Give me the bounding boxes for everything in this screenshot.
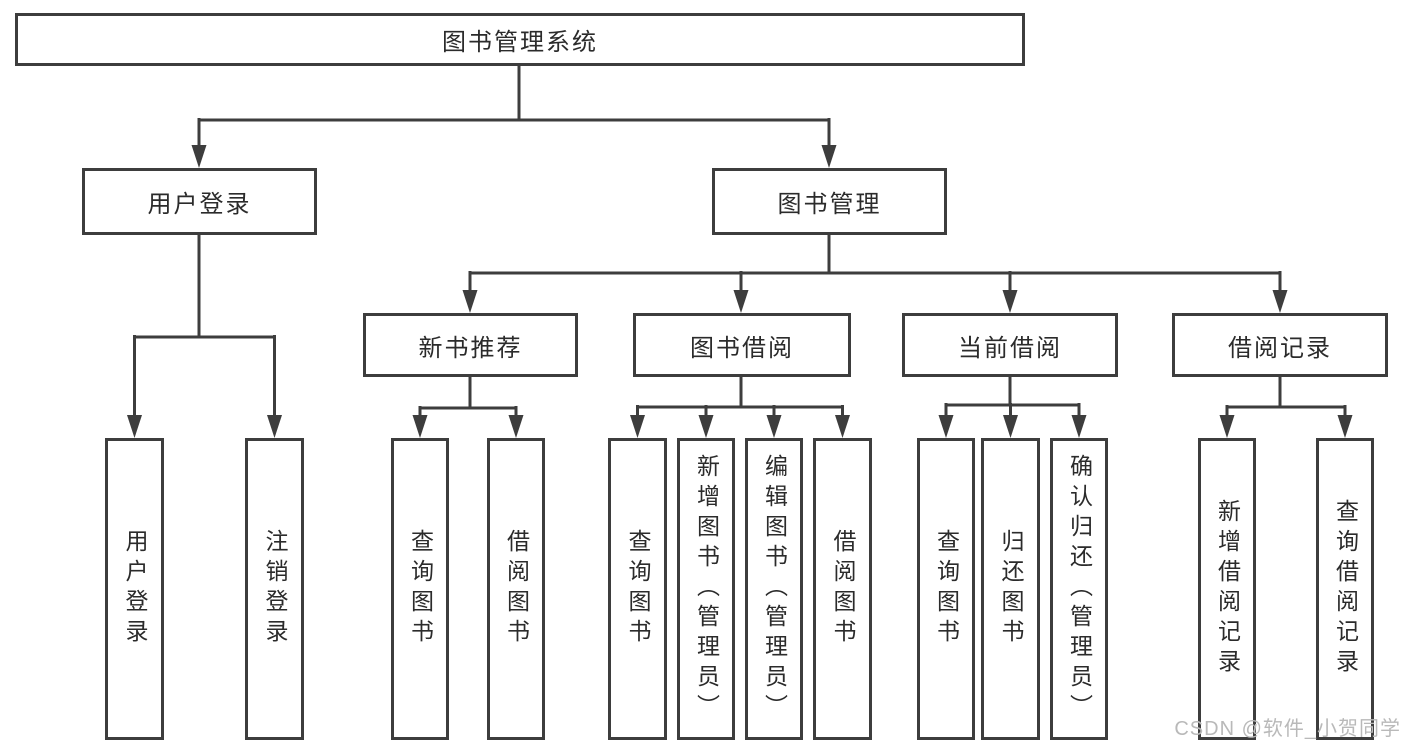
node-user-login-label: 用户登录 <box>147 191 252 218</box>
node-book-borrow: 图书借阅 <box>633 313 851 377</box>
leaf-logout-label: 注销登录 <box>262 529 288 649</box>
leaf-add-borrow-record-label: 新增借阅记录 <box>1214 499 1241 679</box>
leaf-query-books-current: 查询图书 <box>917 438 975 740</box>
leaf-query-books-recommend-label: 查询图书 <box>407 529 434 649</box>
csdn-watermark: CSDN @软件_小贺同学 <box>1174 718 1401 740</box>
leaf-logout: 注销登录 <box>245 438 304 740</box>
node-borrow-records: 借阅记录 <box>1172 313 1388 377</box>
node-borrow-records-label: 借阅记录 <box>1228 334 1332 362</box>
node-book-management-label: 图书管理 <box>777 191 882 218</box>
leaf-return-books: 归还图书 <box>981 438 1040 740</box>
leaf-query-books-borrow: 查询图书 <box>608 438 667 740</box>
node-book-borrow-label: 图书借阅 <box>690 334 794 362</box>
leaf-return-books-label: 归还图书 <box>998 529 1024 649</box>
node-current-borrow: 当前借阅 <box>902 313 1118 377</box>
node-user-login: 用户登录 <box>82 168 317 235</box>
leaf-query-books-current-label: 查询图书 <box>933 529 960 649</box>
leaf-edit-books-admin-label: 编辑图书（管理员） <box>761 454 788 724</box>
leaf-user-login-label: 用户登录 <box>122 529 148 649</box>
node-book-management: 图书管理 <box>712 168 947 235</box>
leaf-edit-books-admin: 编辑图书（管理员） <box>745 438 803 740</box>
leaf-borrow-books-recommend-label: 借阅图书 <box>503 529 530 649</box>
leaf-query-borrow-record-label: 查询借阅记录 <box>1332 499 1359 679</box>
leaf-query-borrow-record: 查询借阅记录 <box>1316 438 1374 740</box>
node-root-label: 图书管理系统 <box>442 29 598 56</box>
leaf-add-borrow-record: 新增借阅记录 <box>1198 438 1256 740</box>
leaf-borrow-books-label: 借阅图书 <box>830 529 856 649</box>
leaf-query-books-borrow-label: 查询图书 <box>625 529 651 649</box>
leaf-borrow-books-recommend: 借阅图书 <box>487 438 545 740</box>
leaf-query-books-recommend: 查询图书 <box>391 438 449 740</box>
node-root-system: 图书管理系统 <box>15 13 1025 66</box>
leaf-borrow-books: 借阅图书 <box>813 438 872 740</box>
node-current-borrow-label: 当前借阅 <box>958 334 1062 362</box>
leaf-confirm-return-admin: 确认归还（管理员） <box>1050 438 1108 740</box>
leaf-confirm-return-admin-label: 确认归还（管理员） <box>1066 454 1093 724</box>
leaf-add-books-admin: 新增图书（管理员） <box>677 438 735 740</box>
leaf-user-login: 用户登录 <box>105 438 164 740</box>
node-new-book-recommend: 新书推荐 <box>363 313 578 377</box>
leaf-add-books-admin-label: 新增图书（管理员） <box>693 454 720 724</box>
node-new-book-recommend-label: 新书推荐 <box>418 334 523 362</box>
